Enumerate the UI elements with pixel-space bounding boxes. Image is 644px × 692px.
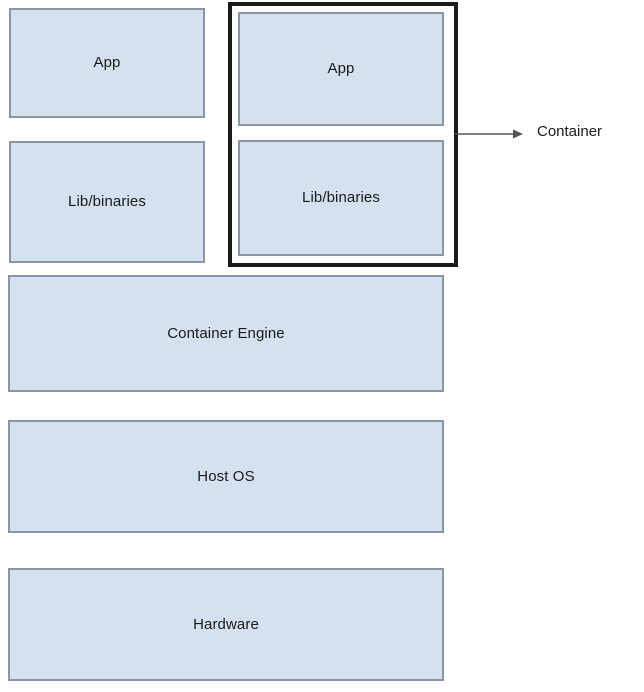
callout-arrow-head <box>513 129 523 139</box>
box-hardware[interactable]: Hardware <box>8 568 444 681</box>
box-host-os-label: Host OS <box>197 467 255 485</box>
box-app-left[interactable]: App <box>9 8 205 118</box>
container-callout-label: Container <box>537 123 603 140</box>
box-app-left-label: App <box>93 54 121 71</box>
box-app-container[interactable]: App <box>238 12 444 126</box>
box-lib-binaries-container[interactable]: Lib/binaries <box>238 140 444 256</box>
box-app-container-label: App <box>327 60 355 77</box>
box-lib-binaries-left-label: Lib/binaries <box>68 193 146 210</box>
box-lib-binaries-left[interactable]: Lib/binaries <box>9 141 205 263</box>
container-callout-arrow <box>455 129 523 139</box>
box-lib-binaries-container-label: Lib/binaries <box>302 189 380 206</box>
box-hardware-label: Hardware <box>193 615 259 633</box>
box-container-engine-label: Container Engine <box>167 324 285 342</box>
box-container-engine[interactable]: Container Engine <box>8 275 444 392</box>
box-host-os[interactable]: Host OS <box>8 420 444 533</box>
